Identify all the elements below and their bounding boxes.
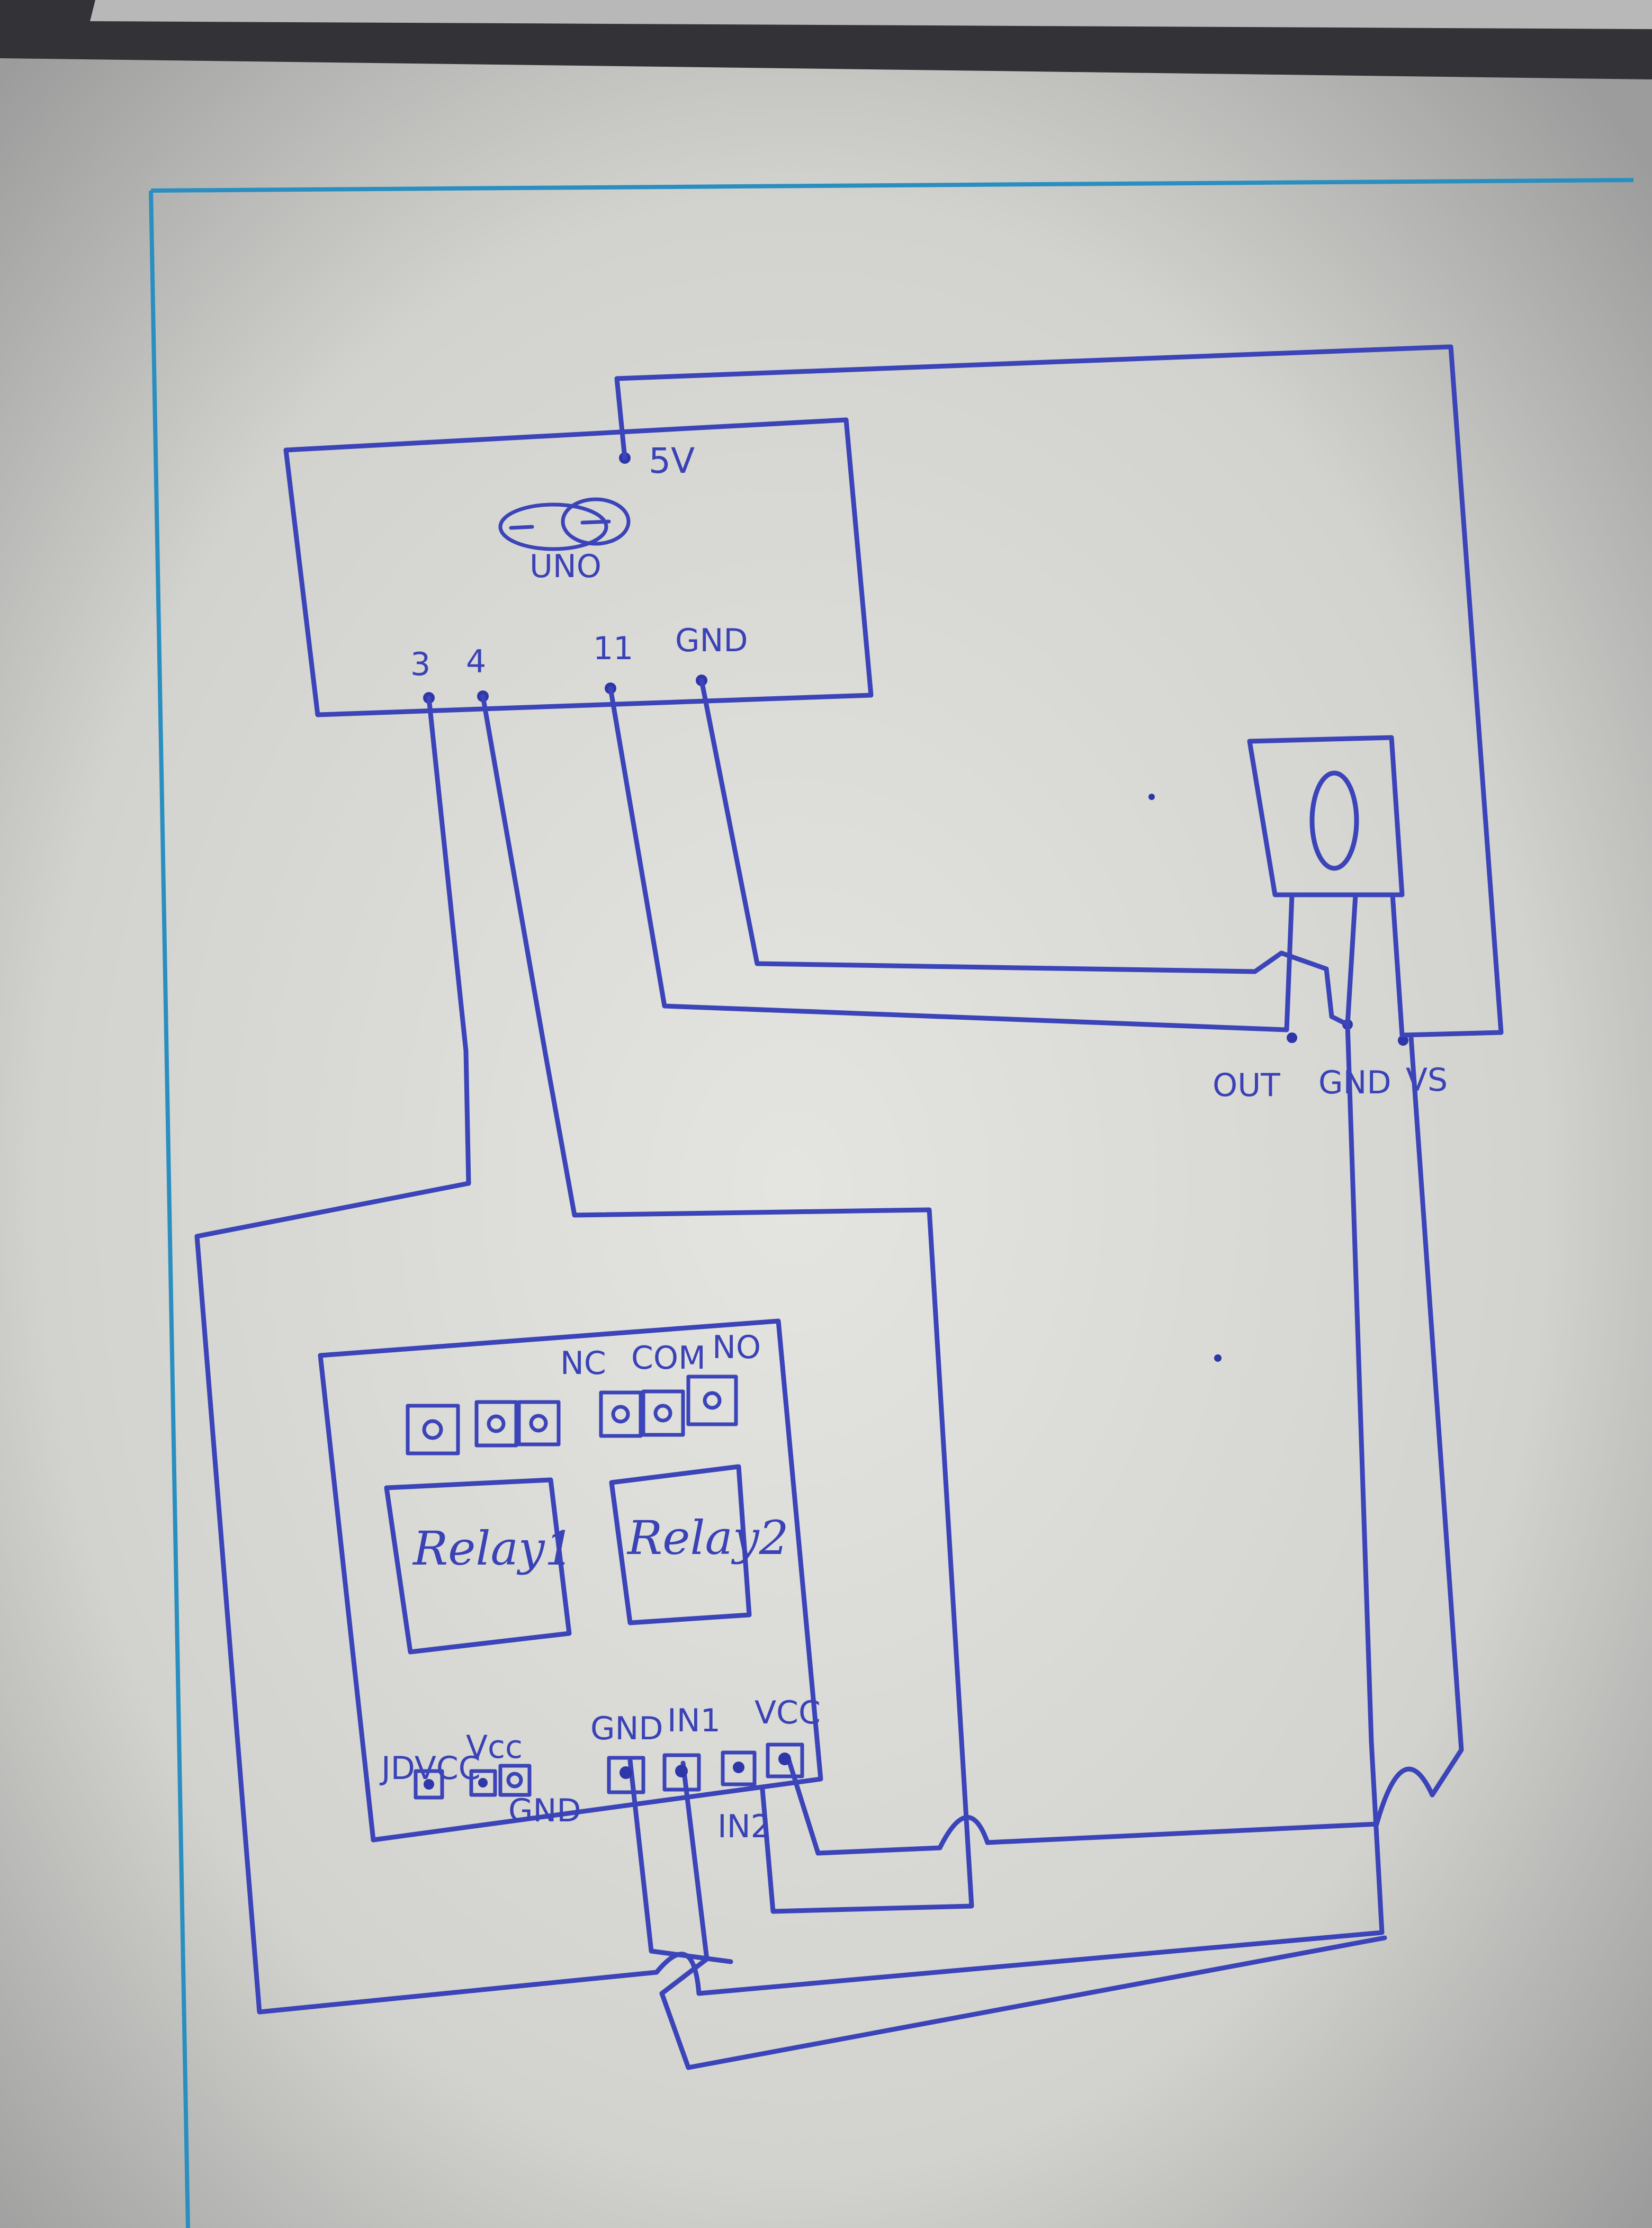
wire-vcc-right-riser	[1408, 1035, 1464, 1798]
header-pin-in1	[662, 1753, 701, 1792]
terminal-6	[686, 1374, 738, 1426]
header-pin-dot	[620, 1766, 632, 1779]
uno-logo-text: UNO	[529, 548, 601, 585]
label-in2: IN2	[717, 1808, 771, 1845]
stray-ink-dot	[1148, 794, 1155, 800]
header-pin-gnd-right	[607, 1756, 645, 1794]
arduino-logo-icon	[498, 497, 631, 551]
label-vcc-right: VCC	[755, 1694, 821, 1731]
wire-11-to-out	[608, 686, 1295, 1032]
label-vcc-left: Vcc	[466, 1729, 523, 1766]
label-in1: IN1	[667, 1702, 721, 1739]
terminal-3	[517, 1400, 561, 1447]
terminal-screw-icon	[487, 1414, 506, 1433]
header-pin-ring	[506, 1772, 523, 1789]
pin-label-11: 11	[593, 630, 633, 667]
pin-label-5v: 5V	[649, 441, 695, 481]
sensor-pin-vs-dot	[1398, 1035, 1408, 1046]
relay2-terminal-block	[599, 1374, 738, 1438]
wire-gnd-return	[696, 1022, 1385, 1996]
relay2-label: Relay2	[626, 1511, 789, 1565]
sensor-component: OUT GND VS	[1213, 735, 1448, 1104]
label-nc: NC	[560, 1345, 606, 1382]
relay2-body	[609, 1464, 752, 1625]
wire-crossover-hop-bottom	[654, 1952, 702, 1996]
header-pin-dot	[478, 1778, 488, 1787]
terminal-screw-icon	[529, 1414, 548, 1433]
label-com: COM	[631, 1340, 706, 1377]
header-pin-gnd-left	[498, 1764, 532, 1797]
relay1-terminal-block	[406, 1400, 561, 1456]
terminal-4	[599, 1390, 643, 1438]
terminal-screw-icon	[703, 1391, 722, 1410]
terminal-screw-icon	[653, 1404, 672, 1423]
page-border-left	[149, 190, 190, 2228]
sensor-pin-out-dot	[1287, 1032, 1297, 1043]
relay1-body	[384, 1477, 572, 1655]
terminal-1	[406, 1404, 460, 1456]
stray-ink-dot	[1214, 1354, 1222, 1362]
terminal-screw-icon	[611, 1405, 630, 1424]
header-pin-jdvcc	[414, 1769, 444, 1800]
paper-sheet	[0, 58, 1652, 2228]
terminal-5	[641, 1389, 685, 1437]
wire-in1-down	[659, 1760, 1387, 2070]
pin-label-gnd: GND	[675, 622, 748, 659]
sensor-pin-out-label: OUT	[1213, 1067, 1280, 1104]
wire-crossover-hop-vcc	[937, 1815, 990, 1850]
label-gnd-right: GND	[590, 1710, 663, 1747]
wire-3-to-module-outline	[194, 695, 659, 2015]
terminal-2	[474, 1400, 518, 1448]
pin-label-3: 3	[410, 646, 430, 683]
sensor-pin-gnd-label: GND	[1318, 1064, 1391, 1101]
relay1-label: Relay1	[412, 1521, 574, 1576]
wires	[194, 344, 1504, 2070]
header-pin-vcc-right	[766, 1742, 804, 1778]
relay-module-board: NC COM NO Relay1 Relay2 JDVCC Vcc GND	[318, 1318, 823, 1845]
page-border-top	[150, 178, 1634, 193]
pin-label-4: 4	[466, 643, 486, 680]
terminal-screw-icon	[422, 1419, 443, 1440]
wire-crossover-hop-right	[1374, 1766, 1435, 1827]
wire-4-to-module-outline	[480, 694, 974, 1914]
label-gnd-left: GND	[508, 1792, 581, 1829]
header-pin-vcc-left	[469, 1769, 497, 1797]
label-no: NO	[712, 1329, 761, 1366]
wire-gnd-to-sensor	[699, 678, 1358, 1027]
header-pin-in2	[721, 1750, 757, 1786]
wire-vcc-to-sensor-vs-continued	[985, 1821, 1379, 1845]
wire-vcc-to-sensor-vs	[786, 1758, 942, 1856]
header-pin-dot	[424, 1779, 434, 1790]
header-pin-dot	[675, 1765, 688, 1777]
sensor-lens-icon	[1309, 770, 1359, 871]
header-pin-dot	[778, 1753, 791, 1765]
header-pin-dot	[733, 1762, 744, 1773]
top-sheet-edge	[90, 0, 1652, 29]
arduino-uno-board: UNO 5V 3 4 11 GND	[283, 417, 874, 717]
wire-5v-to-vs	[614, 344, 1504, 1038]
